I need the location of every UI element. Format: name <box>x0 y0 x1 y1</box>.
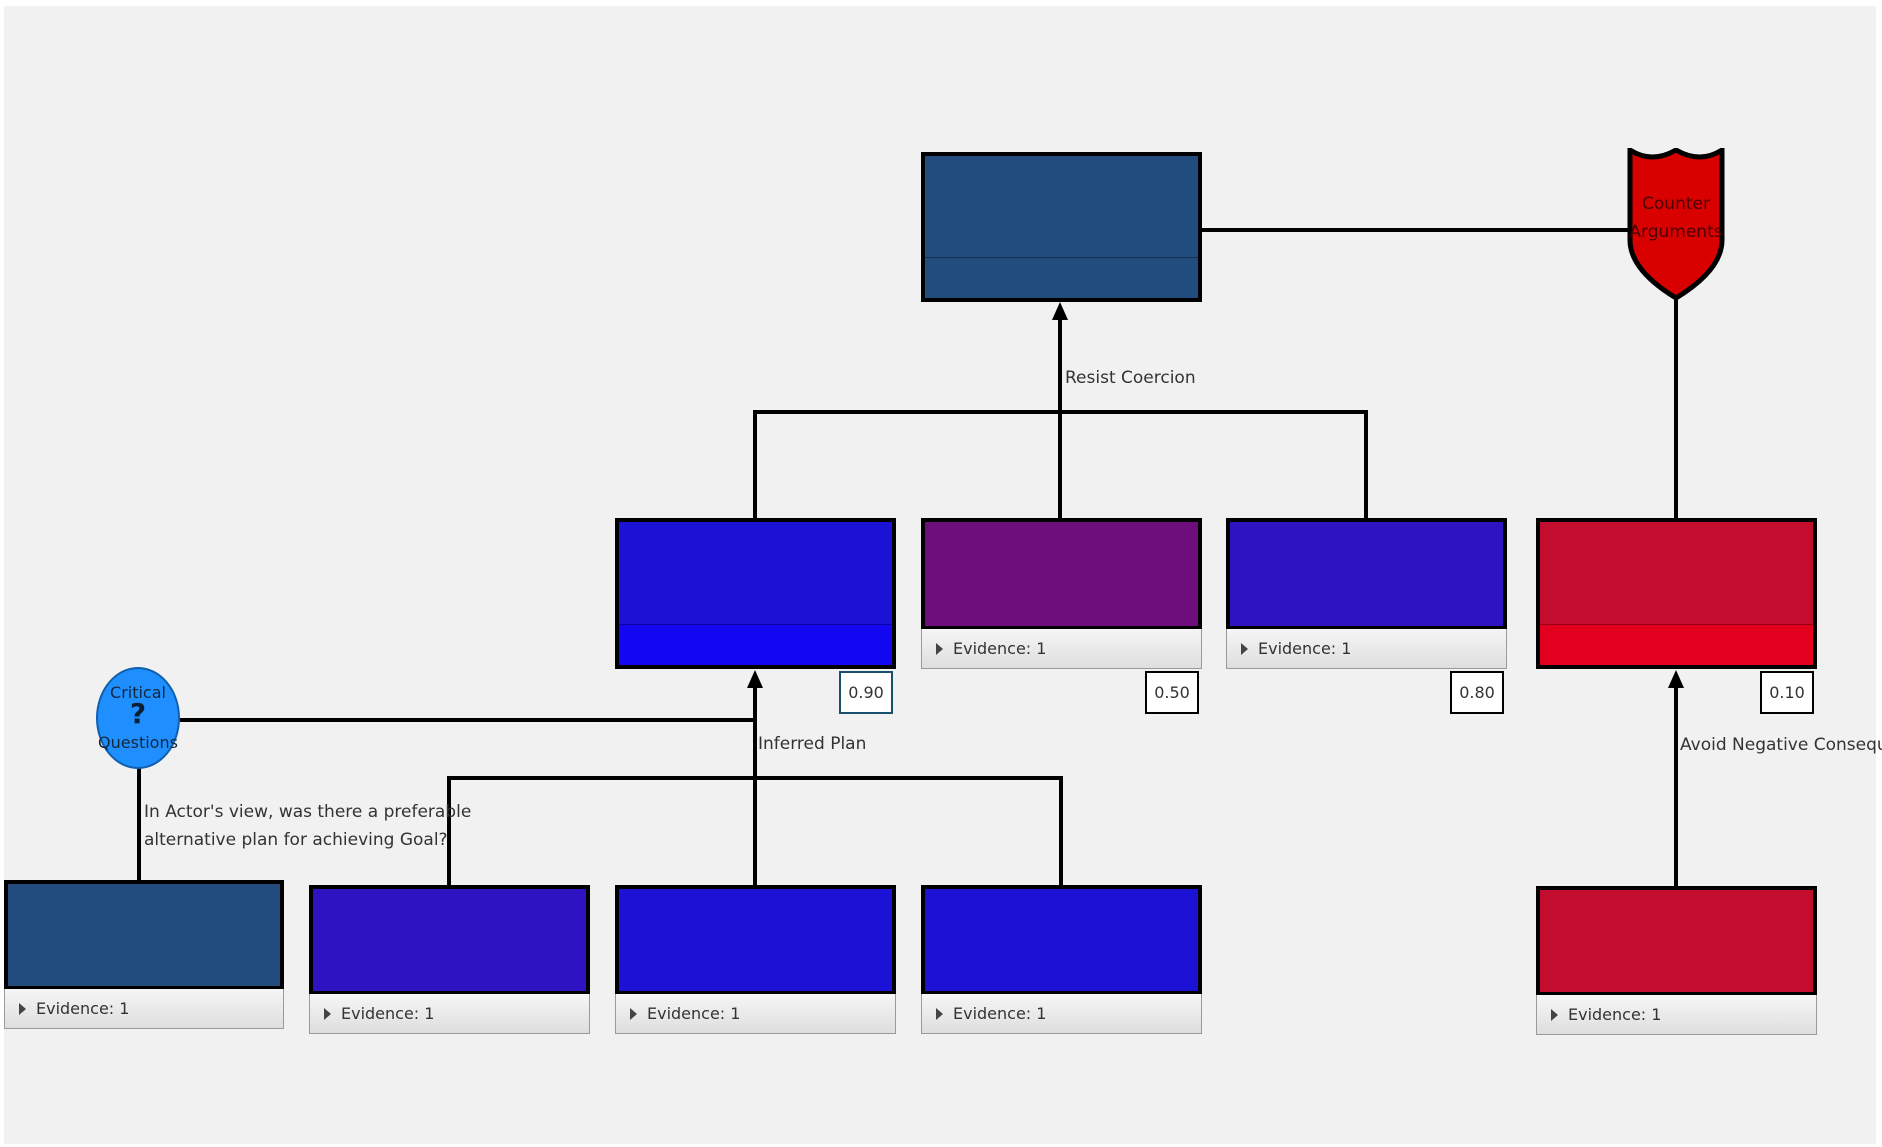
critical-question-line2: alternative plan for achieving Goal? <box>144 830 448 850</box>
counter-arguments-line2: Arguments <box>1629 222 1723 242</box>
evidence-label: Evidence: 1 <box>1568 1005 1662 1024</box>
goal-node[interactable] <box>921 152 1202 302</box>
link-label-inferred: Inferred Plan <box>758 734 867 754</box>
goal-node-band <box>925 257 1198 298</box>
leaf-node-1[interactable] <box>309 885 590 995</box>
resist-bracket <box>753 410 1368 522</box>
indigo-node[interactable] <box>1226 518 1507 630</box>
inferred-bracket <box>447 776 1063 887</box>
score-right[interactable]: 0.80 <box>1450 671 1504 714</box>
expand-triangle-icon[interactable] <box>324 1008 331 1020</box>
evidence-bar-counter-child[interactable]: Evidence: 1 <box>1536 995 1817 1035</box>
evidence-bar-cq-child[interactable]: Evidence: 1 <box>4 989 284 1029</box>
evidence-bar-right[interactable]: Evidence: 1 <box>1226 629 1507 669</box>
evidence-bar-middle[interactable]: Evidence: 1 <box>921 629 1202 669</box>
score-counter[interactable]: 0.10 <box>1760 671 1814 714</box>
counter-node[interactable] <box>1536 518 1817 669</box>
score-plan[interactable]: 0.90 <box>839 671 893 714</box>
purple-node[interactable] <box>921 518 1202 630</box>
counter-arguments-label: Counter Arguments <box>1626 190 1726 246</box>
critical-question-line1: In Actor's view, was there a preferable <box>144 802 472 822</box>
critical-questions-title-bottom: Questions <box>98 733 178 752</box>
evidence-label: Evidence: 1 <box>953 1004 1047 1023</box>
evidence-bar-leaf2[interactable]: Evidence: 1 <box>615 994 896 1034</box>
leaf-node-3[interactable] <box>921 885 1202 995</box>
critical-questions-title-top: Critical <box>110 683 166 702</box>
expand-triangle-icon[interactable] <box>1241 643 1248 655</box>
expand-triangle-icon[interactable] <box>936 1008 943 1020</box>
expand-triangle-icon[interactable] <box>19 1003 26 1015</box>
plan-node[interactable] <box>615 518 896 669</box>
evidence-label: Evidence: 1 <box>647 1004 741 1023</box>
question-mark-icon: ? <box>129 697 147 730</box>
arrowhead-inferred <box>747 670 763 688</box>
critical-questions-node[interactable]: Critical ? Questions <box>96 667 180 769</box>
counter-node-band <box>1540 624 1813 665</box>
link-label-resist: Resist Coercion <box>1065 368 1196 388</box>
shield-icon[interactable] <box>1626 148 1726 300</box>
cq-child-node[interactable] <box>4 880 284 990</box>
critical-question-text: In Actor's view, was there a preferable … <box>144 798 471 854</box>
evidence-label: Evidence: 1 <box>953 639 1047 658</box>
expand-triangle-icon[interactable] <box>936 643 943 655</box>
evidence-bar-leaf3[interactable]: Evidence: 1 <box>921 994 1202 1034</box>
score-middle[interactable]: 0.50 <box>1145 671 1199 714</box>
evidence-label: Evidence: 1 <box>1258 639 1352 658</box>
expand-triangle-icon[interactable] <box>1551 1009 1558 1021</box>
counter-child-node[interactable] <box>1536 886 1817 996</box>
link-label-avoid: Avoid Negative Consequence <box>1680 735 1882 755</box>
evidence-bar-leaf1[interactable]: Evidence: 1 <box>309 994 590 1034</box>
arrowhead-avoid <box>1668 670 1684 688</box>
evidence-label: Evidence: 1 <box>36 999 130 1018</box>
leaf-node-2[interactable] <box>615 885 896 995</box>
counter-arguments-line1: Counter <box>1642 194 1710 214</box>
arrowhead-resist <box>1052 302 1068 320</box>
evidence-label: Evidence: 1 <box>341 1004 435 1023</box>
expand-triangle-icon[interactable] <box>630 1008 637 1020</box>
plan-node-band <box>619 624 892 665</box>
